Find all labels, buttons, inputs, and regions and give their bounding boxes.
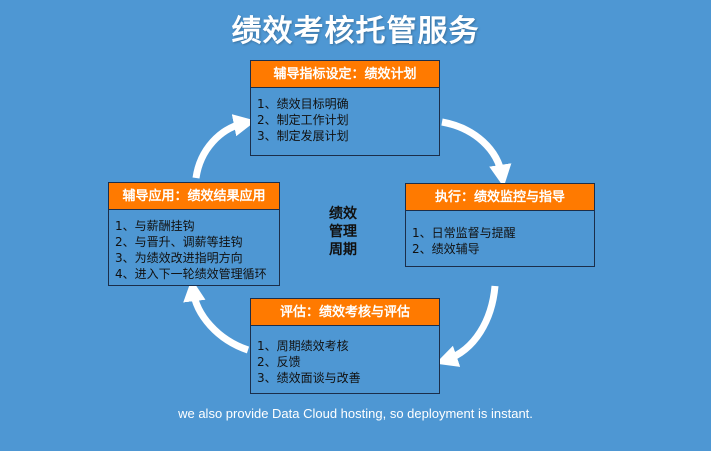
center-label-line: 绩效	[329, 206, 357, 222]
stage-body-apply: 1、与薪酬挂钩 2、与晋升、调薪等挂钩 3、为绩效改进指明方向 4、进入下一轮绩…	[108, 210, 280, 286]
stage-box-plan: 辅导指标设定：绩效计划 1、绩效目标明确 2、制定工作计划 3、制定发展计划	[250, 60, 440, 156]
stage-header-execute: 执行：绩效监控与指导	[405, 183, 595, 211]
stage-item: 3、绩效面谈与改善	[257, 371, 361, 385]
arrow-top-to-right	[441, 118, 512, 188]
stage-item: 2、与晋升、调薪等挂钩	[115, 235, 243, 249]
arrow-right-to-bottom	[435, 285, 499, 367]
stage-item: 3、为绩效改进指明方向	[115, 251, 243, 265]
stage-body-plan: 1、绩效目标明确 2、制定工作计划 3、制定发展计划	[250, 88, 440, 156]
cycle-center-label: 绩效 管理 周期	[318, 205, 368, 259]
stage-item: 2、绩效辅导	[412, 242, 480, 256]
stage-item: 1、与薪酬挂钩	[115, 219, 195, 233]
stage-item: 1、日常监督与提醒	[412, 226, 516, 240]
tagline: we also provide Data Cloud hosting, so d…	[178, 406, 533, 421]
stage-header-plan: 辅导指标设定：绩效计划	[250, 60, 440, 88]
page-title: 绩效考核托管服务	[231, 14, 480, 49]
stage-item: 1、周期绩效考核	[257, 339, 349, 353]
center-label-line: 周期	[329, 242, 357, 258]
center-label-line: 管理	[329, 224, 357, 240]
stage-item: 2、反馈	[257, 355, 301, 369]
stage-body-evaluate: 1、周期绩效考核 2、反馈 3、绩效面谈与改善	[250, 326, 440, 394]
stage-item: 1、绩效目标明确	[257, 97, 349, 111]
arrow-bottom-to-left	[183, 278, 250, 354]
stage-header-evaluate: 评估：绩效考核与评估	[250, 298, 440, 326]
stage-body-execute: 1、日常监督与提醒 2、绩效辅导	[405, 211, 595, 267]
arrow-left-to-top	[192, 114, 256, 179]
stage-item: 4、进入下一轮绩效管理循环	[115, 267, 267, 281]
stage-box-apply: 辅导应用：绩效结果应用 1、与薪酬挂钩 2、与晋升、调薪等挂钩 3、为绩效改进指…	[108, 182, 280, 286]
stage-item: 2、制定工作计划	[257, 113, 349, 127]
stage-box-execute: 执行：绩效监控与指导 1、日常监督与提醒 2、绩效辅导	[405, 183, 595, 267]
stage-box-evaluate: 评估：绩效考核与评估 1、周期绩效考核 2、反馈 3、绩效面谈与改善	[250, 298, 440, 394]
stage-header-apply: 辅导应用：绩效结果应用	[108, 182, 280, 210]
stage-item: 3、制定发展计划	[257, 129, 349, 143]
